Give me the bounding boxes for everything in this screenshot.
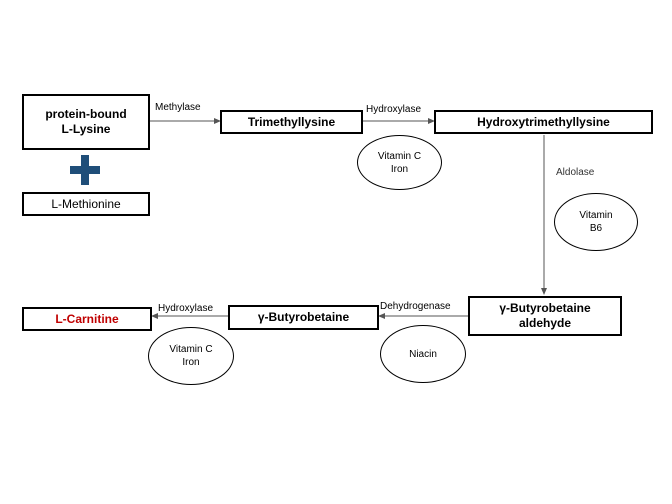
enzyme-hydroxylase-label: Hydroxylase xyxy=(158,303,214,314)
node-protein-bound-lysine: protein-bound L-Lysine xyxy=(22,94,150,150)
node-butyrobetaine-label: γ-Butyrobetaine xyxy=(257,310,350,324)
node-hydroxytrimethyllysine-label: Hydroxytrimethyllysine xyxy=(477,114,610,129)
cofactor-line2: B6 xyxy=(589,223,603,234)
cofactor-line1: Vitamin xyxy=(579,210,613,221)
node-butyrobetaine-aldehyde-line2: aldehyde xyxy=(518,316,572,330)
cofactor-vitamin-c-iron: Vitamin C Iron xyxy=(148,327,234,385)
node-protein-bound-lysine-line2: L-Lysine xyxy=(61,122,111,136)
node-butyrobetaine: γ-Butyrobetaine xyxy=(228,305,379,330)
cofactor-line1: Vitamin C xyxy=(377,150,422,162)
node-carnitine-label: L-Carnitine xyxy=(55,311,119,326)
cofactor-line2: Iron xyxy=(390,163,409,175)
node-butyrobetaine-aldehyde-line1: γ-Butyrobetaine xyxy=(499,301,591,315)
cofactor-line1: Vitamin C xyxy=(169,344,213,355)
node-butyrobetaine-aldehyde: γ-Butyrobetaine aldehyde xyxy=(468,296,622,336)
node-methionine-label: L-Methionine xyxy=(51,196,121,211)
node-protein-bound-lysine-line1: protein-bound xyxy=(45,107,127,121)
cofactor-line1: Niacin xyxy=(409,348,437,360)
cofactor-line2: Iron xyxy=(182,357,200,368)
enzyme-aldolase-label: Aldolase xyxy=(556,167,595,178)
node-carnitine: L-Carnitine xyxy=(22,307,152,331)
plus-icon xyxy=(70,155,100,185)
enzyme-methylase-label: Methylase xyxy=(155,102,201,113)
cofactor-vitamin-b6: Vitamin B6 xyxy=(554,193,638,251)
node-trimethyllysine: Trimethyllysine xyxy=(220,110,363,134)
cofactor-niacin: Niacin xyxy=(380,325,466,383)
node-methionine: L-Methionine xyxy=(22,192,150,216)
node-hydroxytrimethyllysine: Hydroxytrimethyllysine xyxy=(434,110,653,134)
enzyme-dehydrogenase-label: Dehydrogenase xyxy=(380,301,451,312)
cofactor-vitamin-c-iron: Vitamin C Iron xyxy=(357,135,442,190)
enzyme-hydroxylase-label: Hydroxylase xyxy=(366,104,422,115)
node-trimethyllysine-label: Trimethyllysine xyxy=(247,114,336,129)
